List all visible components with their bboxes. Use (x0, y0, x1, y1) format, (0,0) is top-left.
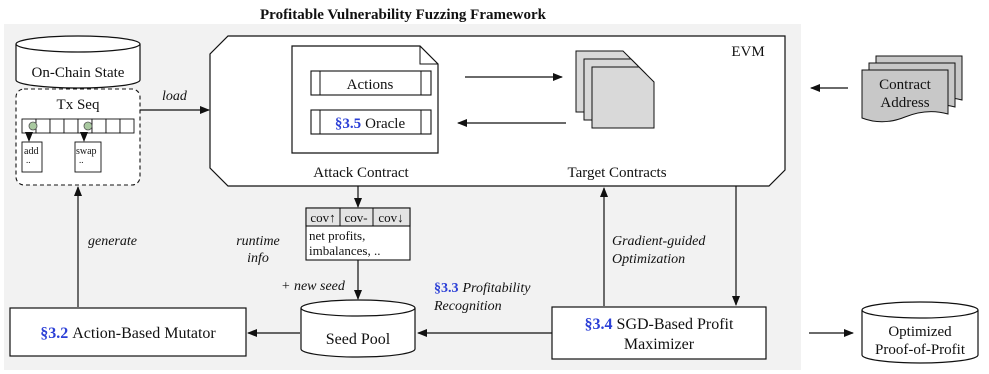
maximizer-section-ref: §3.4 (585, 316, 613, 333)
tx-seq-cells (21, 118, 135, 134)
profitability-section-ref: §3.3 (434, 281, 459, 296)
actions-box (310, 70, 432, 96)
maximizer-label-2: Maximizer (624, 336, 695, 353)
gradient-label-2: Optimization (612, 252, 685, 267)
tx-doc-add (21, 141, 43, 173)
onchain-state-db: On-Chain State (15, 35, 141, 89)
oracle-section-ref: §3.5 (335, 116, 361, 132)
tx-seq-box: Tx Seq add .. swap .. (15, 88, 141, 186)
runtime-label-2: info (247, 251, 269, 266)
runtime-label-1: runtime (236, 234, 280, 249)
output-label-1: Optimized (888, 324, 952, 340)
evm-label: EVM (731, 44, 764, 60)
output-label-2: Proof-of-Profit (875, 342, 966, 358)
generate-label: generate (88, 234, 137, 249)
load-label: load (162, 89, 188, 104)
table-header-cov-flat: cov- (344, 210, 367, 225)
contract-address-docs: Contract Address (861, 55, 963, 123)
oracle-box (310, 109, 432, 135)
maximizer-label-1: SGD-Based Profit (617, 316, 734, 333)
framework-title: Profitable Vulnerability Fuzzing Framewo… (260, 7, 547, 23)
contract-address-line2: Address (880, 95, 929, 111)
seed-pool-label: Seed Pool (326, 331, 391, 348)
tx-doc-swap-label: swap (76, 146, 97, 157)
table-line-imbalances: imbalances, .. (309, 243, 380, 258)
target-contracts-docs: Target Contracts (567, 50, 667, 181)
proof-of-profit-db: Optimized Proof-of-Profit (861, 301, 979, 364)
tx-pointer-dot (83, 121, 93, 131)
target-contracts-label: Target Contracts (567, 165, 666, 181)
profitability-label-1: Profitability (462, 281, 532, 296)
tx-doc-swap (74, 141, 102, 173)
runtime-info-table: cov↑ cov- cov↓ net profits, imbalances, … (305, 207, 411, 261)
actions-label: Actions (347, 77, 394, 93)
onchain-state-label: On-Chain State (32, 65, 125, 81)
new-seed-label: + new seed (281, 279, 346, 294)
mutator-label: Action-Based Mutator (72, 325, 216, 342)
table-line-profits: net profits, (309, 228, 365, 243)
tx-seq-title: Tx Seq (57, 97, 100, 113)
table-header-cov-up: cov↑ (310, 210, 335, 225)
tx-doc-add-dots: .. (26, 155, 31, 165)
oracle-label: Oracle (365, 116, 405, 132)
mutator-section-ref: §3.2 (40, 325, 68, 342)
table-header-cov-down: cov↓ (378, 210, 403, 225)
tx-doc-swap-dots: .. (79, 155, 84, 165)
tx-doc-add-label: add (24, 146, 38, 157)
contract-address-line1: Contract (879, 77, 931, 93)
tx-pointer-dot (28, 121, 38, 131)
seed-pool-db: Seed Pool (300, 299, 416, 358)
profitability-label-2: Recognition (433, 299, 502, 314)
gradient-label-1: Gradient-guided (612, 234, 706, 249)
attack-contract-label: Attack Contract (313, 165, 409, 181)
